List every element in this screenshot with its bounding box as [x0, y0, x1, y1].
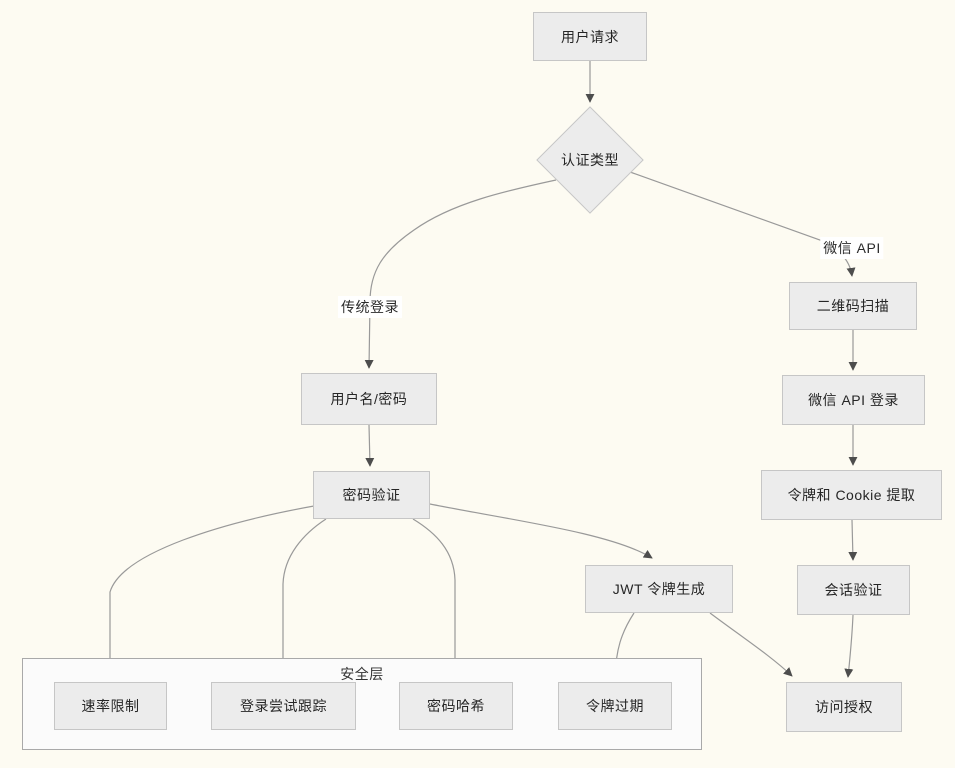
node-qr-scan: 二维码扫描 [789, 282, 917, 330]
edge-password-verify-login-attempt [278, 518, 327, 678]
edge-label-wechat-api: 微信 API [820, 237, 884, 259]
node-password-verify: 密码验证 [313, 471, 430, 519]
edge-jwt-generate-access-auth [709, 612, 793, 677]
edge-password-verify-jwt-generate [429, 503, 653, 559]
node-login-attempt: 登录尝试跟踪 [211, 682, 356, 730]
node-username-password: 用户名/密码 [301, 373, 437, 425]
edge-auth-type-username-password [364, 179, 557, 369]
edge-label-traditional-login: 传统登录 [338, 296, 402, 318]
node-wechat-login: 微信 API 登录 [782, 375, 925, 425]
node-user-request: 用户请求 [533, 12, 647, 61]
edge-username-password-password-verify [365, 424, 375, 467]
node-token-expire: 令牌过期 [558, 682, 672, 730]
edge-session-verify-access-auth [844, 614, 854, 678]
security-layer-label: 安全层 [340, 666, 384, 682]
node-token-cookie: 令牌和 Cookie 提取 [761, 470, 942, 520]
node-access-auth: 访问授权 [786, 682, 902, 732]
node-password-hash: 密码哈希 [399, 682, 513, 730]
edge-token-cookie-session-verify [848, 519, 858, 561]
edge-password-verify-password-hash [412, 518, 460, 678]
node-auth-type: 认证类型 [536, 106, 644, 214]
node-session-verify: 会话验证 [797, 565, 910, 615]
node-auth-type-label: 认证类型 [561, 152, 619, 168]
edge-password-verify-rate-limit [105, 505, 315, 678]
edge-auth-type-qr-scan [629, 171, 856, 277]
node-jwt-generate: JWT 令牌生成 [585, 565, 733, 613]
node-rate-limit: 速率限制 [54, 682, 167, 730]
